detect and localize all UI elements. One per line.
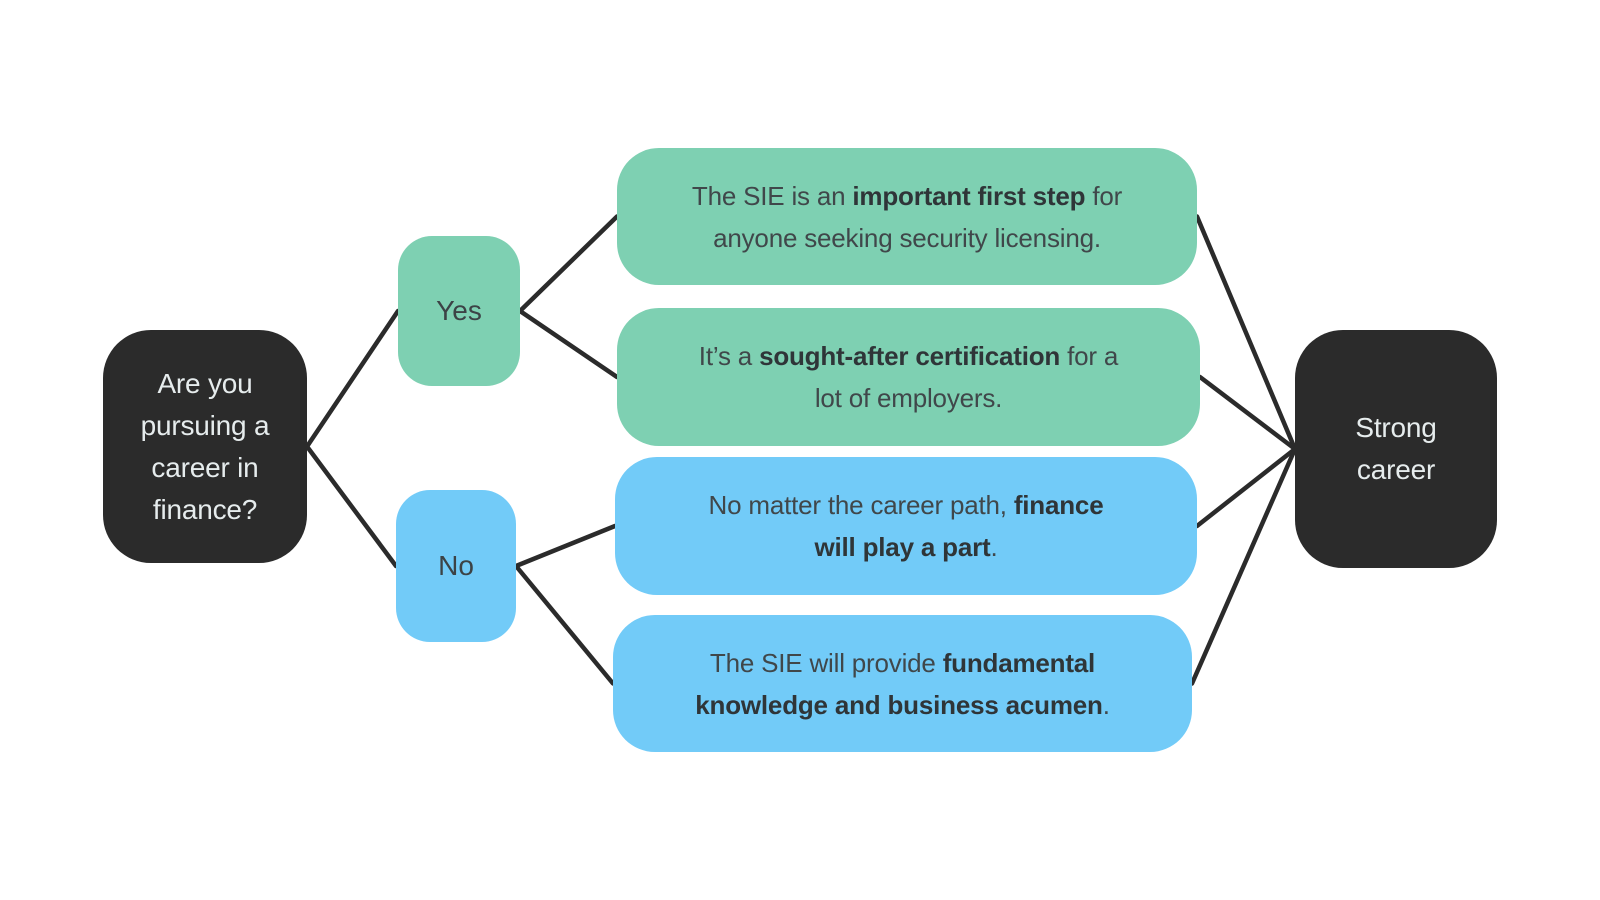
- connector-start-yes: [304, 308, 401, 449]
- connector-no-outcome-no-2: [513, 563, 616, 686]
- connector-no-outcome-no-1: [513, 523, 618, 569]
- question-node: Are you pursuing a career in finance?: [103, 330, 307, 563]
- yes-branch-node: Yes: [398, 236, 520, 386]
- no-branch-node: No: [396, 490, 516, 642]
- connector-yes-outcome-yes-1: [517, 214, 620, 314]
- connector-yes-outcome-yes-2: [517, 308, 620, 380]
- connector-outcome-no-2-end: [1189, 446, 1298, 686]
- connector-outcome-yes-1-end: [1194, 214, 1298, 452]
- connector-outcome-no-1-end: [1194, 446, 1298, 529]
- result-node: Strong career: [1295, 330, 1497, 568]
- connector-start-no: [304, 444, 399, 569]
- connector-outcome-yes-2-end: [1197, 374, 1298, 452]
- question-text: Are you pursuing a career in finance?: [140, 367, 270, 525]
- result-text: Strong career: [1355, 412, 1437, 485]
- yes-branch-label: Yes: [436, 295, 482, 326]
- no-branch-label: No: [438, 550, 474, 581]
